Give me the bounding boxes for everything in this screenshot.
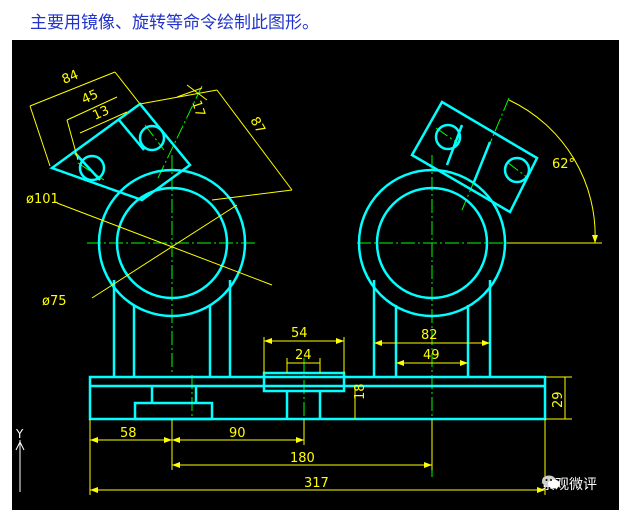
dim-101-leader (56, 202, 273, 286)
dim-75-label: ø75 (42, 294, 67, 309)
dim-45-label: 45 (80, 87, 101, 107)
arrow-49-l (396, 360, 404, 366)
ucs-y-label: Y (15, 427, 24, 441)
dim-angle-arc (508, 99, 596, 244)
ucs-icon (15, 440, 25, 492)
dim-75-leader (91, 204, 238, 299)
arrow-90-l (172, 437, 180, 443)
dim-87-ext2 (211, 189, 293, 201)
dim-24-label: 24 (295, 348, 312, 363)
dimension-arrows (90, 235, 598, 493)
dim-180-label: 180 (290, 451, 315, 466)
right-bracket-hole-1 (434, 123, 462, 151)
middle-block (262, 371, 346, 393)
dim-17-ext (186, 84, 208, 101)
dim-54-label: 54 (291, 326, 308, 341)
arrow-180-l (172, 462, 180, 468)
left-bracket-slot-edge (74, 152, 101, 181)
left-bracket-centerline (156, 85, 203, 181)
dim-317-label: 317 (304, 476, 329, 491)
arrow-90-r (296, 437, 304, 443)
right-hole2-centerline (506, 161, 529, 179)
centerlines (77, 85, 529, 480)
part-outlines (49, 100, 547, 421)
arrow-54-r (336, 338, 344, 344)
right-bracket-hole-2 (503, 156, 531, 184)
dim-29-label: 29 (551, 391, 566, 408)
arrow-180-r (424, 462, 432, 468)
right-rotated-bracket (410, 100, 539, 214)
ucs-y-arrow (15, 440, 25, 451)
dimension-lines (29, 71, 602, 495)
dim-84-ext2 (114, 71, 141, 105)
dim-87-line (216, 89, 293, 191)
base-plate (88, 375, 547, 421)
dim-17-label: 17 (188, 99, 207, 119)
right-outer-ring (357, 168, 507, 318)
dim-45-line (66, 96, 118, 121)
watermark: 景观微评 (541, 474, 597, 494)
dim-84-ext1 (29, 105, 51, 167)
dim-angle-label: 62° (552, 157, 575, 172)
dim-18-label: 18 (353, 383, 368, 400)
arrow-58-r (164, 437, 172, 443)
arrow-58-l (90, 437, 98, 443)
dim-101-label: ø101 (26, 192, 59, 207)
arrow-angle (592, 235, 598, 243)
dim-87-label: 87 (247, 115, 268, 137)
arrow-317-r (537, 487, 545, 493)
arrow-82-r (482, 340, 490, 346)
cad-drawing-area: 84 45 13 17 87 ø101 ø75 62° 54 24 82 49 … (12, 40, 619, 510)
wechat-icon (542, 475, 560, 489)
dim-45-ext (66, 119, 79, 161)
right-bracket-centerline (461, 97, 510, 211)
dim-13-line (79, 111, 128, 134)
instruction-text: 主要用镜像、旋转等命令绘制此图形。 (30, 13, 319, 33)
left-bracket-slot-edge2 (118, 119, 145, 151)
dim-90-label: 90 (229, 426, 246, 441)
arrow-54-l (264, 338, 272, 344)
arrow-82-l (374, 340, 382, 346)
left-rotated-bracket (49, 102, 192, 202)
right-inner-ring (375, 186, 489, 300)
left-foot-slot (133, 401, 214, 421)
dim-84-label: 84 (60, 68, 81, 88)
left-outer-ring (97, 168, 247, 318)
arrow-49-r (460, 360, 468, 366)
cad-drawing: 84 45 13 17 87 ø101 ø75 62° 54 24 82 49 … (15, 68, 602, 495)
dim-49-label: 49 (423, 348, 440, 363)
left-bracket-hole-2 (138, 124, 166, 152)
left-inner-ring (115, 186, 229, 300)
right-bracket-slot-edge2 (472, 141, 492, 183)
dim-13-label: 13 (91, 103, 112, 123)
left-bracket-hole-1 (78, 154, 106, 182)
dim-87-ext1 (139, 89, 218, 105)
dim-82-label: 82 (421, 328, 438, 343)
dim-84-line (29, 71, 116, 107)
arrow-317-l (90, 487, 98, 493)
dim-58-label: 58 (120, 426, 137, 441)
dim-17-line (176, 87, 203, 98)
